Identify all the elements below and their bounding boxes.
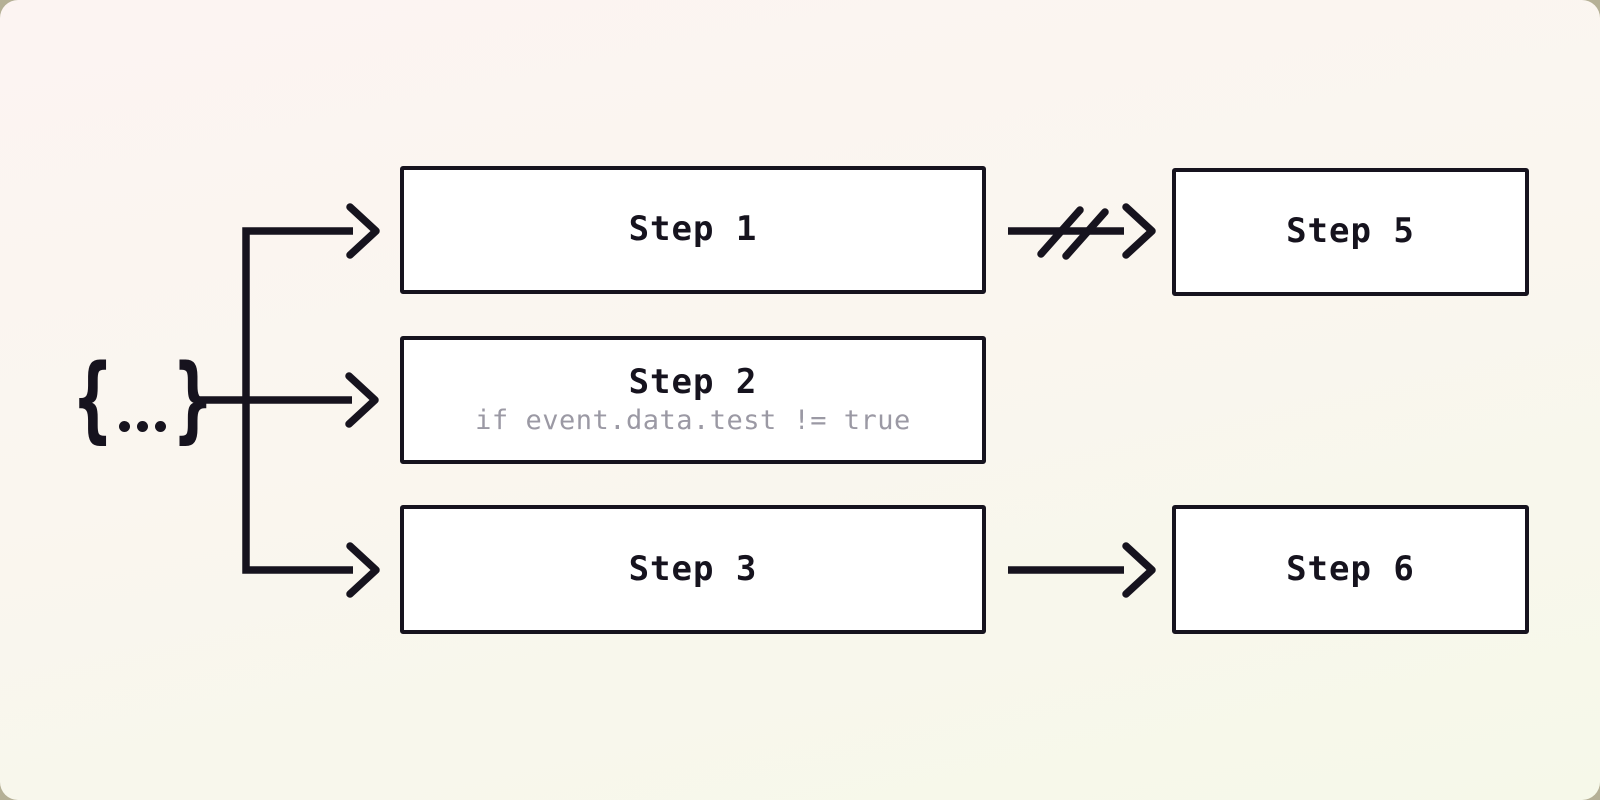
step-label: Step 5 [1286,211,1415,252]
step-node-step1: Step 1 [400,166,986,294]
broken-link-slash-icon [1062,208,1109,260]
step-node-step3: Step 3 [400,505,986,634]
arrowhead-to-step1-icon [346,203,380,259]
arrowhead-to-step3-icon [346,542,380,598]
step-label: Step 2 [628,361,758,402]
step-label: Step 6 [1286,548,1415,589]
ellipsis-dots [119,351,167,445]
step3-to-step6-connector [1008,542,1156,598]
step-condition: if event.data.test != true [475,404,911,436]
step1-to-step5-broken-connector [1008,203,1156,260]
arrowhead-to-step6-icon [1122,542,1156,598]
arrowhead-to-step2-icon [345,372,379,428]
ellipsis-dot [119,421,131,432]
ellipsis-dot [155,421,167,432]
arrowhead-to-step5-icon [1122,203,1156,259]
step-node-step5: Step 5 [1172,168,1529,296]
event-payload-source: { } [72,343,214,453]
open-brace: { [72,342,114,454]
broken-link-slash-icon [1037,206,1084,258]
ellipsis-dot [137,421,149,432]
step-node-step6: Step 6 [1172,505,1529,634]
step-label: Step 1 [628,209,758,250]
close-brace: } [172,342,214,454]
step-node-step2: Step 2 if event.data.test != true [400,336,986,464]
source-to-step2-connector [194,372,379,428]
step-label: Step 3 [628,548,758,589]
